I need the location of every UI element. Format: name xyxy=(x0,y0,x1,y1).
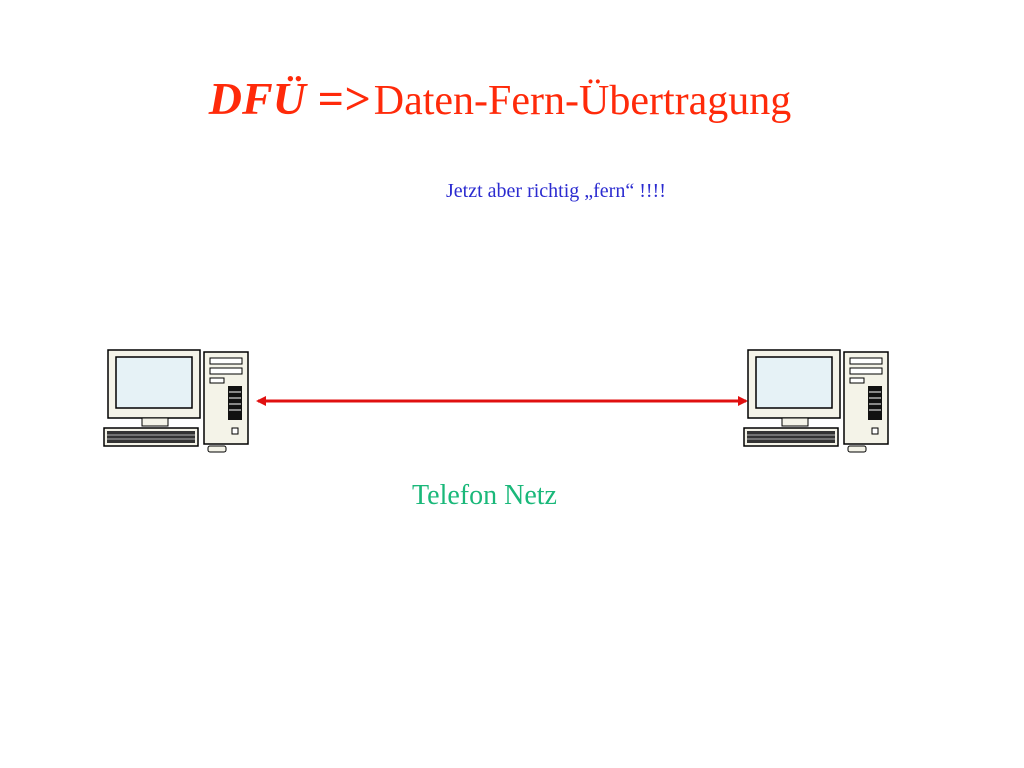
network-label: Telefon Netz xyxy=(412,480,557,511)
slide-title: DFÜ => Daten-Fern-Übertragung xyxy=(0,72,1000,125)
title-abbreviation: DFÜ => xyxy=(208,73,370,124)
subtitle: Jetzt aber richtig „fern“ !!!! xyxy=(446,180,666,202)
desktop-computer-icon xyxy=(103,349,249,453)
title-full-text: Daten-Fern-Übertragung xyxy=(373,78,792,124)
desktop-computer-icon xyxy=(743,349,889,453)
